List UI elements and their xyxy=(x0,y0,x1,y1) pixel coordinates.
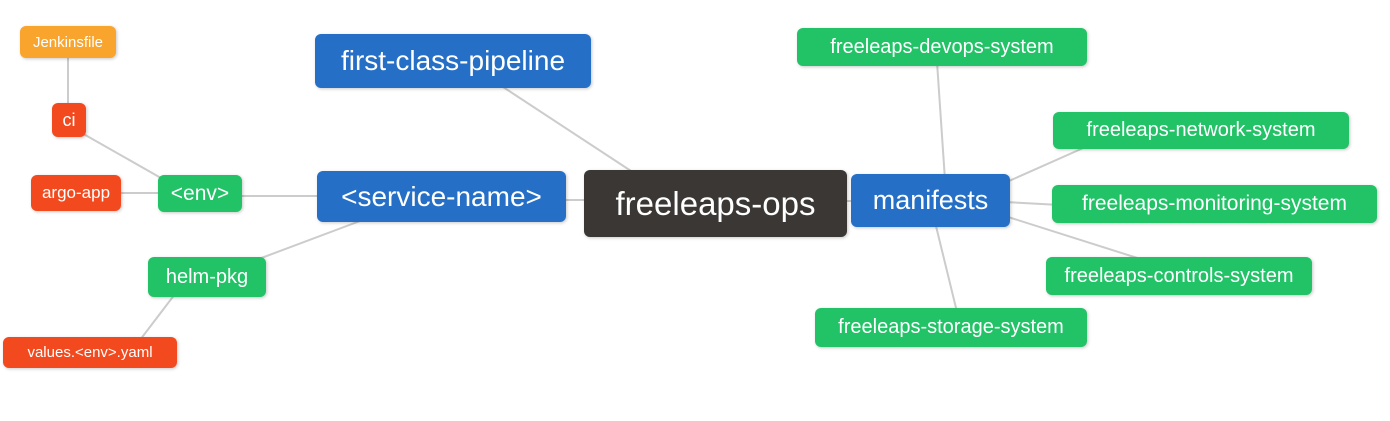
edge-manifests-monitoring xyxy=(1004,201,1061,206)
node-freeleaps-network-system[interactable]: freeleaps-network-system xyxy=(1053,112,1349,149)
node-freeleaps-controls-system[interactable]: freeleaps-controls-system xyxy=(1046,257,1312,295)
node-freeleaps-monitoring-system[interactable]: freeleaps-monitoring-system xyxy=(1052,185,1377,223)
node-service-name[interactable]: <service-name> xyxy=(317,171,566,222)
edge-values-helm-pkg xyxy=(139,293,176,341)
edge-manifests-storage xyxy=(934,221,958,313)
node-values-env-yaml[interactable]: values.<env>.yaml xyxy=(3,337,177,368)
node-helm-pkg[interactable]: helm-pkg xyxy=(148,257,266,297)
edge-manifests-network xyxy=(999,144,1091,186)
node-manifests[interactable]: manifests xyxy=(851,174,1010,227)
node-jenkinsfile[interactable]: Jenkinsfile xyxy=(20,26,116,58)
node-freeleaps-devops-system[interactable]: freeleaps-devops-system xyxy=(797,28,1087,66)
edge-helm-pkg-service-name xyxy=(247,217,369,264)
node-freeleaps-storage-system[interactable]: freeleaps-storage-system xyxy=(815,308,1087,347)
edge-manifests-devops xyxy=(936,61,946,181)
node-argo-app[interactable]: argo-app xyxy=(31,175,121,211)
node-first-class-pipeline[interactable]: first-class-pipeline xyxy=(315,34,591,88)
node-env[interactable]: <env> xyxy=(158,175,242,212)
edge-ci-env xyxy=(79,131,169,183)
node-freeleaps-ops[interactable]: freeleaps-ops xyxy=(584,170,847,237)
node-ci[interactable]: ci xyxy=(52,103,86,137)
edge-manifests-controls xyxy=(1004,215,1151,263)
